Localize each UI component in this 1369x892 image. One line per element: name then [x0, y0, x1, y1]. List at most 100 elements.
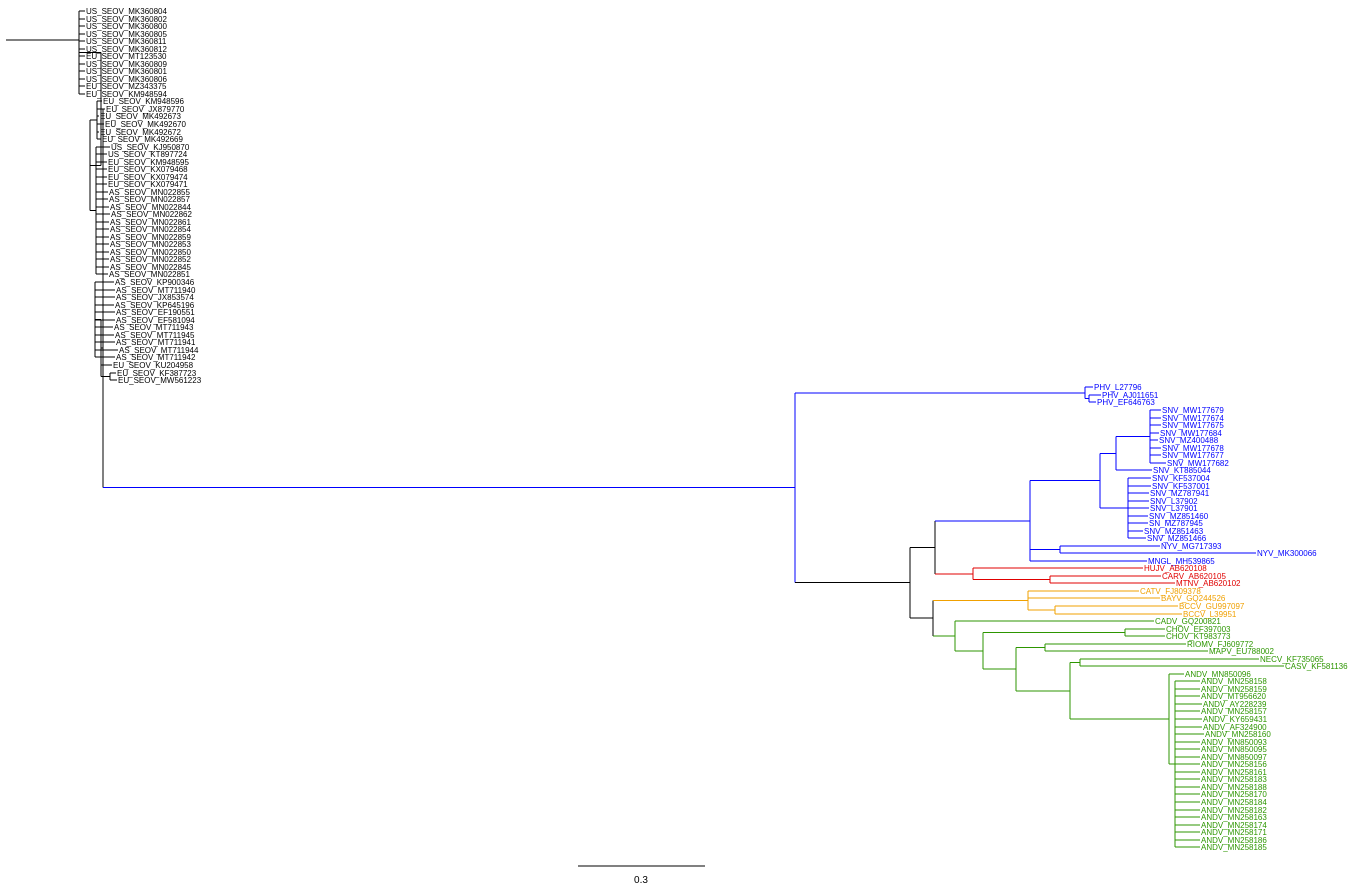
tip-label: EU_SEOV_KM948595 [108, 158, 189, 167]
tip-label: ANDV_MT956620 [1201, 692, 1266, 701]
tip-label: EU_SEOV_JX879770 [106, 105, 185, 114]
tip-label: SNV_MZ400488 [1159, 436, 1219, 445]
tip-label: EU_SEOV_KX079471 [108, 180, 188, 189]
tip-label: EU_SEOV_KU204958 [113, 361, 194, 370]
tip-label: SNV_MW177678 [1162, 444, 1224, 453]
tip-label: HUJV_AB620108 [1144, 564, 1207, 573]
tip-label: ANDV_AY228239 [1203, 700, 1267, 709]
tip-label: SNV_L37901 [1150, 504, 1198, 513]
tip-label: ANDV_MN258157 [1201, 707, 1267, 716]
tip-label: CADV_GQ200821 [1155, 617, 1221, 626]
tip-label: EU_SEOV_KM948596 [103, 97, 184, 106]
tip-label: ANDV_MN258156 [1201, 760, 1267, 769]
tip-label: SNV_KT885044 [1153, 466, 1211, 475]
tip-label: US_SEOV_MK360811 [86, 37, 167, 46]
tip-label: AS_SEOV_EF190551 [116, 308, 195, 317]
tip-label: US_SEOV_KT897724 [108, 150, 188, 159]
tip-label: ANDV_KY659431 [1203, 715, 1268, 724]
tip-label: RIOMV_FJ609772 [1187, 640, 1254, 649]
tip-label: AS_SEOV_MN022861 [110, 218, 191, 227]
tip-label: ANDV_MN258183 [1201, 775, 1267, 784]
tip-label: ANDV_MN258188 [1201, 783, 1267, 792]
tip-label: EU_SEOV_KX079474 [108, 173, 188, 182]
tip-label: AS_SEOV_MN022855 [109, 188, 190, 197]
tip-label: EU_SEOV_MK492673 [100, 112, 181, 121]
tip-label: EU_SEOV_MZ343375 [86, 82, 167, 91]
tip-label: EU_SEOV_MK492670 [105, 120, 186, 129]
tip-label: AS_SEOV_MN022862 [111, 210, 192, 219]
tip-label: ANDV_MN258160 [1205, 730, 1271, 739]
tip-label: ANDV_MN258171 [1201, 828, 1267, 837]
tip-label: SNV_MW177679 [1162, 406, 1224, 415]
tip-label: CHOV_EF397003 [1166, 625, 1231, 634]
tip-label: PHV_L27796 [1094, 383, 1142, 392]
tip-label: AS_SEOV_MN022845 [110, 263, 191, 272]
tip-label: BAYV_GQ244526 [1161, 594, 1226, 603]
tip-label: CHOV_KT983773 [1166, 632, 1231, 641]
tip-label: US_SEOV_MK360809 [86, 60, 167, 69]
scale-bar: 0.3 [578, 865, 705, 886]
tip-label: ANDV_MN258158 [1201, 677, 1267, 686]
tip-label: EU_SEOV_KF387723 [117, 369, 197, 378]
tip-label: SNV_MZ787941 [1150, 489, 1210, 498]
tree-branches [6, 10, 1284, 848]
tip-label: CASV_KF581136 [1285, 662, 1348, 671]
tip-label: AS_SEOV_MN022857 [109, 195, 190, 204]
tip-label: NYV_MK300066 [1257, 549, 1317, 558]
tip-label: SNV_MW177674 [1162, 414, 1224, 423]
tip-label: US_SEOV_MK360812 [86, 45, 167, 54]
tip-label: AS_SEOV_MN022851 [109, 270, 190, 279]
tip-label: CARV_AB620105 [1162, 572, 1226, 581]
tip-label: US_SEOV_MK360800 [86, 22, 167, 31]
tip-label: MAPV_EU788002 [1209, 647, 1274, 656]
tip-label: US_SEOV_MK360802 [86, 15, 167, 24]
tip-label: ANDV_MN258170 [1201, 790, 1267, 799]
tip-label: EU_SEOV_MT123530 [86, 52, 167, 61]
tip-label: SNV_MW177677 [1162, 451, 1224, 460]
tip-label: ANDV_MN850096 [1185, 670, 1251, 679]
tip-label: ANDV_MN258186 [1201, 836, 1267, 845]
tree-tip-labels: US_SEOV_MK360804US_SEOV_MK360802US_SEOV_… [86, 7, 1348, 852]
tip-label: AS_SEOV_EF581094 [116, 316, 195, 325]
tip-label: SNV_L37902 [1150, 497, 1198, 506]
tip-label: BCCV_GU997097 [1179, 602, 1245, 611]
tip-label: AS_SEOV_KP645196 [115, 301, 195, 310]
tip-label: SNV_MW177682 [1167, 459, 1229, 468]
tip-label: SNV_MZ851463 [1144, 527, 1204, 536]
tip-label: ANDV_MN850097 [1201, 753, 1267, 762]
tip-label: AS_SEOV_MT711941 [116, 338, 196, 347]
tip-label: ANDV_MN258159 [1201, 685, 1267, 694]
tip-label: ANDV_MN850093 [1201, 738, 1267, 747]
tip-label: SNV_KF537001 [1152, 482, 1210, 491]
tip-label: AS_SEOV_MN022852 [110, 255, 191, 264]
scale-bar-label: 0.3 [634, 875, 648, 886]
tip-label: EU_SEOV_KM948594 [86, 90, 167, 99]
tip-label: EU_SEOV_MK492672 [100, 128, 181, 137]
tip-label: NECV_KF735065 [1260, 655, 1324, 664]
tip-label: PHV_AJ011651 [1102, 391, 1159, 400]
tip-label: AS_SEOV_MN022844 [110, 203, 191, 212]
tip-label: ANDV_MN258182 [1201, 806, 1267, 815]
tip-label: BCCV_L39951 [1183, 610, 1237, 619]
tip-label: SNV_MZ851466 [1147, 534, 1207, 543]
tip-label: SNV_MW177684 [1160, 429, 1222, 438]
tip-label: MTNV_AB620102 [1176, 579, 1241, 588]
tip-label: US_SEOV_KJ950870 [111, 143, 190, 152]
tip-label: AS_SEOV_MN022850 [110, 248, 191, 257]
tip-label: AS_SEOV_MT711942 [116, 353, 196, 362]
tip-label: ANDV_MN258161 [1201, 768, 1267, 777]
tip-label: EU_SEOV_MW561223 [118, 376, 202, 385]
tip-label: AS_SEOV_MN022854 [110, 225, 191, 234]
tip-label: SNV_MZ851460 [1149, 512, 1209, 521]
tip-label: US_SEOV_MK360804 [86, 7, 167, 16]
tip-label: MNGL_MH539865 [1148, 557, 1215, 566]
tip-label: ANDV_MN258163 [1201, 813, 1267, 822]
tip-label: SNV_KF537004 [1152, 474, 1210, 483]
tip-label: ANDV_MN258174 [1201, 821, 1267, 830]
tip-label: US_SEOV_MK360801 [86, 67, 167, 76]
tip-label: ANDV_MN258185 [1201, 843, 1267, 852]
tip-label: AS_SEOV_MT711943 [114, 323, 194, 332]
tip-label: AS_SEOV_KP900346 [115, 278, 195, 287]
tip-label: AS_SEOV_MN022859 [110, 233, 191, 242]
tip-label: US_SEOV_MK360805 [86, 30, 167, 39]
